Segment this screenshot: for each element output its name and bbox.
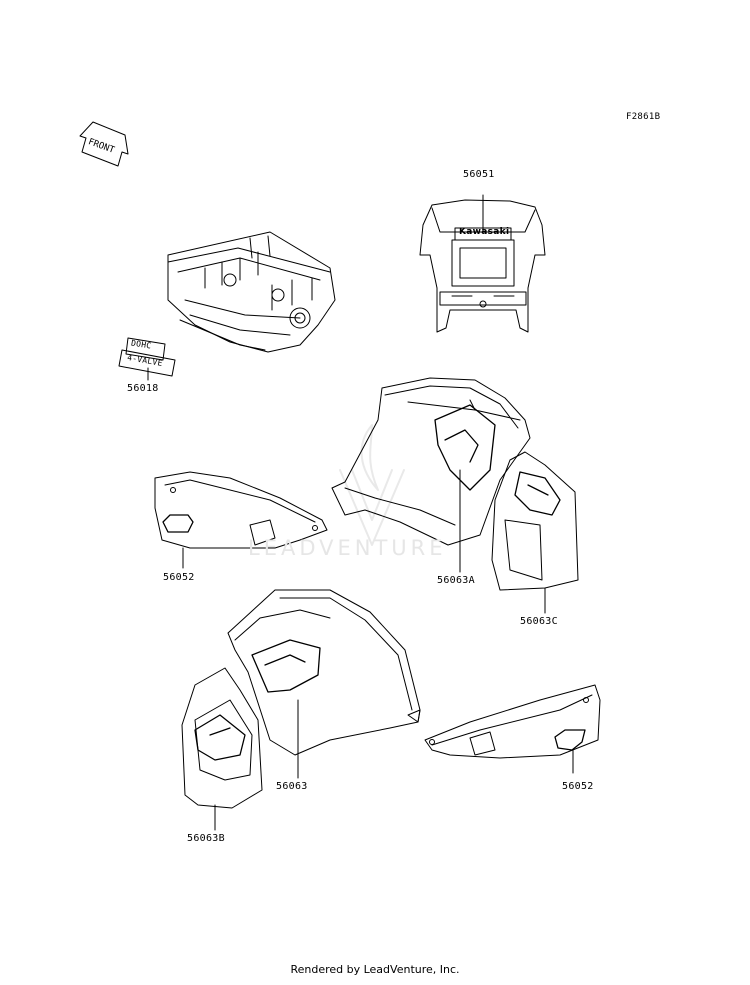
part-label-56063B[interactable]: 56063B — [187, 833, 225, 844]
side-cover-right — [424, 684, 601, 774]
side-cover-left — [154, 471, 328, 569]
shroud-decal-left — [181, 667, 263, 831]
front-arrow-label: FRONT — [87, 137, 116, 156]
part-label-56063C[interactable]: 56063C — [520, 616, 558, 627]
cylinder-head-illustration — [167, 231, 336, 353]
front-arrow-icon: FRONT — [79, 121, 129, 167]
footer-credit: Rendered by LeadVenture, Inc. — [290, 963, 460, 976]
part-label-56063[interactable]: 56063 — [276, 781, 308, 792]
shroud-decal-right — [491, 451, 579, 614]
watermark-logo — [339, 424, 405, 546]
radiator-shroud-upper — [331, 377, 531, 573]
part-label-56052-right[interactable]: 56052 — [562, 781, 594, 792]
part-label-56051[interactable]: 56051 — [463, 169, 495, 180]
part-label-56018[interactable]: 56018 — [127, 383, 159, 394]
watermark-text: LEADVENTURE — [248, 536, 447, 560]
dohc-decal — [118, 337, 176, 377]
part-label-56063A[interactable]: 56063A — [437, 575, 475, 586]
part-label-56052-left[interactable]: 56052 — [163, 572, 195, 583]
headlight-fairing — [419, 194, 546, 333]
fairing-brand-text: Kawasaki — [459, 227, 510, 237]
radiator-shroud-lower — [227, 589, 421, 779]
diagram-code: F2861B — [626, 112, 661, 122]
